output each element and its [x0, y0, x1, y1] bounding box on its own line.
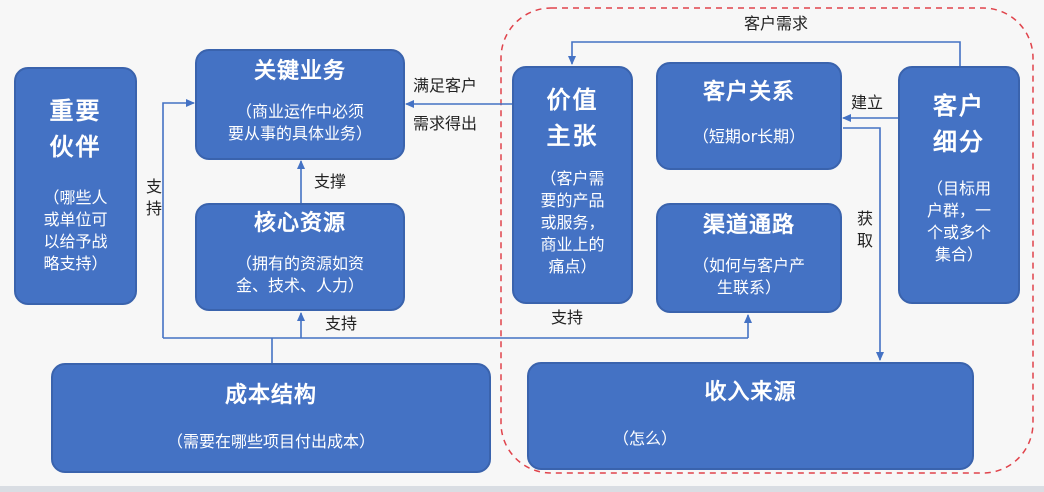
key-partners-desc-1: （哪些人: [43, 188, 108, 207]
cost-structure-block: 成本结构 （需要在哪些项目付出成本）: [51, 363, 491, 473]
revenue-streams-desc: （怎么）: [613, 429, 678, 448]
revenue-streams-title: 收入来源: [704, 380, 797, 405]
value-proposition-desc-3: 或服务，: [540, 213, 605, 232]
partners-support-arrow: [162, 99, 195, 338]
customer-side-dashed-region: [500, 7, 1034, 474]
customer-demand-label: 客户需求: [744, 14, 809, 33]
key-activities-block: 关键业务 （商业运作中必须 要从事的具体业务）: [195, 49, 405, 160]
key-resources-desc-2: 金、技术、人力）: [235, 276, 364, 295]
bottom-edge-strip: [0, 486, 1044, 492]
key-activities-desc-2: 要从事的具体业务）: [227, 124, 372, 143]
key-partners-title-1: 重要: [49, 97, 102, 125]
customer-relationships-desc: （短期or长期）: [692, 127, 806, 146]
channels-desc-1: （如何与客户产: [692, 256, 805, 275]
support-partners-label: 支持: [145, 177, 162, 218]
customer-segments-desc-4: 集合）: [934, 245, 983, 264]
customer-segments-title-1: 客户: [933, 92, 985, 120]
demand-derived-label: 需求得出: [413, 114, 478, 133]
customer-segments-desc-1: （目标用: [926, 179, 991, 198]
support-resources-label: 支撑: [314, 172, 347, 191]
key-partners-title-2: 伙伴: [49, 133, 102, 161]
customer-relationships-title: 客户关系: [702, 80, 795, 105]
key-partners-block: 重要 伙伴 （哪些人 或单位可 以给予战 略支持）: [14, 67, 137, 305]
value-proposition-title-2: 主张: [546, 122, 599, 150]
customer-segments-desc-3: 个或多个: [926, 223, 991, 242]
channels-desc-2: 生联系）: [716, 278, 781, 297]
support-bottom-right-label: 支持: [551, 308, 584, 327]
satisfy-customer-label: 满足客户: [413, 76, 478, 95]
obtain-label: 获取: [856, 209, 873, 250]
customer-segments-desc-2: 户群，一: [926, 201, 991, 220]
key-partners-desc-3: 以给予战: [43, 232, 108, 251]
revenue-streams-block: 收入来源 （怎么）: [527, 362, 974, 470]
key-activities-desc-1: （商业运作中必须: [235, 102, 364, 121]
establish-label: 建立: [851, 93, 884, 112]
value-proposition-desc-1: （客户需: [540, 169, 605, 188]
value-proposition-block: 价值 主张 （客户需 要的产品 或服务， 商业上的 痛点）: [512, 66, 633, 304]
value-proposition-title-1: 价值: [546, 86, 599, 114]
key-resources-title: 核心资源: [253, 211, 346, 236]
key-activities-title: 关键业务: [253, 59, 346, 84]
value-proposition-desc-5: 痛点）: [548, 257, 597, 276]
value-proposition-desc-4: 商业上的: [540, 235, 605, 254]
cost-structure-desc: （需要在哪些项目付出成本）: [166, 432, 375, 451]
channels-title: 渠道通路: [702, 213, 795, 238]
channels-block: 渠道通路 （如何与客户产 生联系）: [656, 203, 842, 313]
key-resources-desc-1: （拥有的资源如资: [235, 254, 364, 273]
cost-structure-title: 成本结构: [224, 383, 317, 408]
customer-segments-block: 客户 细分 （目标用 户群，一 个或多个 集合）: [898, 66, 1020, 304]
customer-segments-title-2: 细分: [933, 128, 985, 156]
support-bottom-left-label: 支持: [325, 314, 358, 333]
customer-relationships-block: 客户关系 （短期or长期）: [656, 62, 842, 170]
customer-demand-arrow: [568, 41, 961, 66]
key-resources-block: 核心资源 （拥有的资源如资 金、技术、人力）: [195, 203, 405, 311]
value-proposition-desc-2: 要的产品: [540, 191, 605, 210]
key-partners-desc-2: 或单位可: [43, 210, 108, 229]
key-partners-desc-4: 略支持）: [43, 254, 108, 273]
obtain-revenue-arrow: [843, 127, 884, 361]
